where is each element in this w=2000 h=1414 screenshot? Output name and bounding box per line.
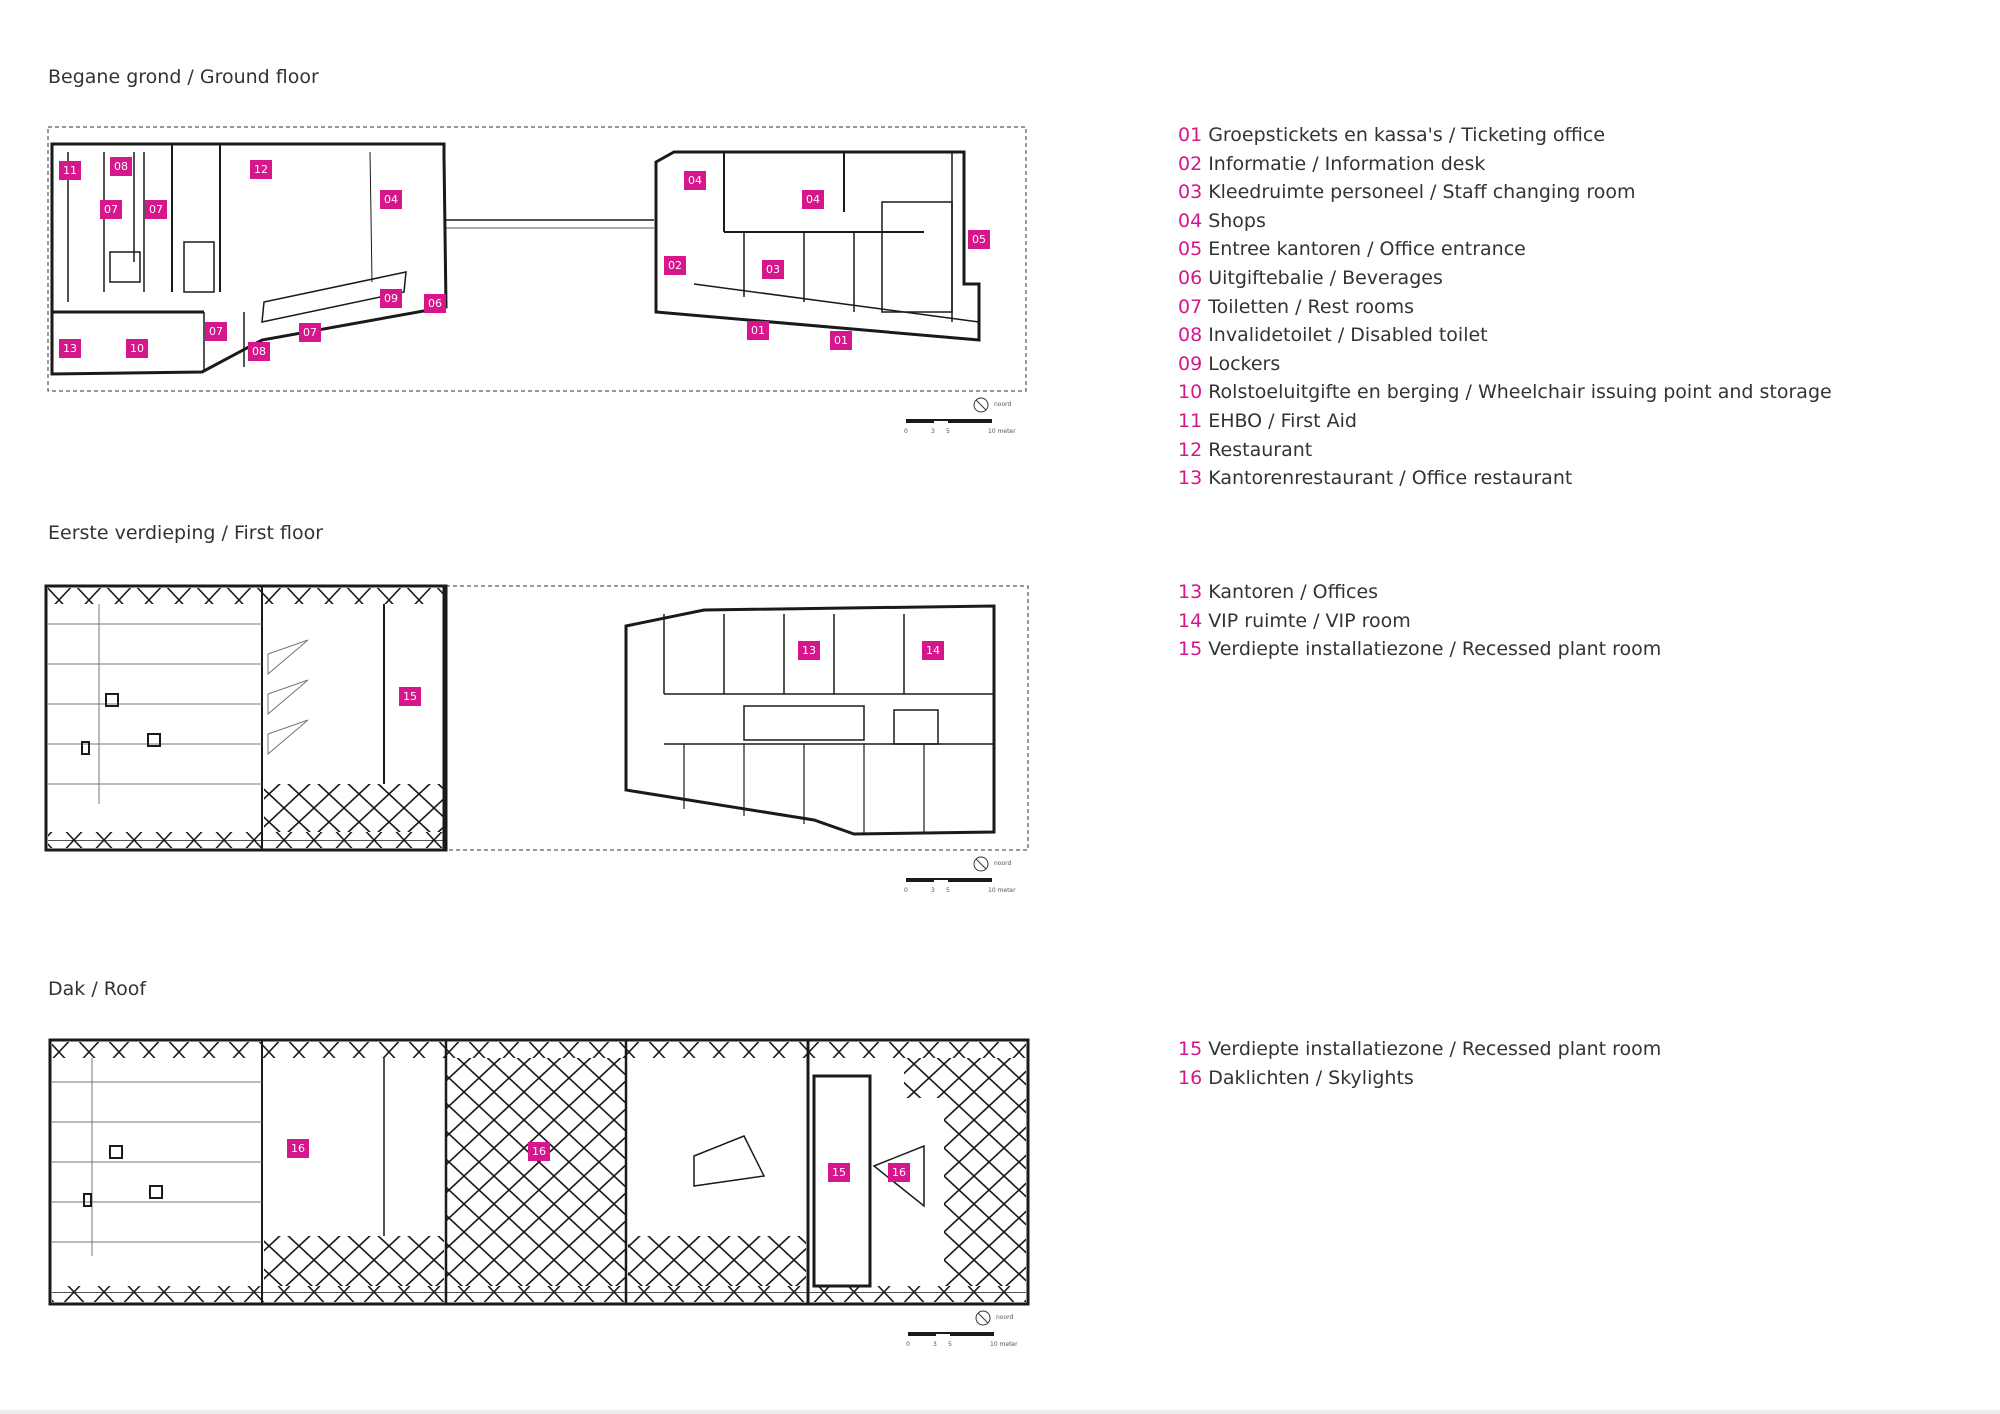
room-tag: 08: [248, 342, 270, 361]
scale-tick: 10 meter: [988, 428, 1016, 435]
room-tag: 15: [828, 1163, 850, 1182]
page-bottom-rule: [0, 1410, 2000, 1414]
room-tag: 07: [100, 200, 122, 219]
section-title-roof: Dak / Roof: [48, 978, 147, 1000]
room-tag: 16: [888, 1163, 910, 1182]
scale-tick: 3: [933, 1341, 937, 1348]
north-label: noord: [996, 1314, 1014, 1321]
room-tag: 05: [968, 230, 990, 249]
room-tag: 11: [59, 161, 81, 180]
room-tag: 02: [664, 256, 686, 275]
room-tag: 12: [250, 160, 272, 179]
room-tag: 03: [762, 260, 784, 279]
room-tag: 06: [424, 294, 446, 313]
scale-tick: 10 meter: [988, 887, 1016, 894]
scale-tick: 0: [906, 1341, 910, 1348]
scale-tick: 10 meter: [990, 1341, 1018, 1348]
scale-tick: 5: [948, 1341, 952, 1348]
room-tag: 07: [299, 323, 321, 342]
room-tag: 01: [747, 321, 769, 340]
room-tag: 07: [205, 322, 227, 341]
room-tag: 16: [287, 1139, 309, 1158]
room-tag: 04: [380, 190, 402, 209]
room-tag: 14: [922, 641, 944, 660]
room-tag: 01: [830, 331, 852, 350]
room-tag: 04: [802, 190, 824, 209]
room-tag: 13: [798, 641, 820, 660]
scale-tick: 5: [946, 428, 950, 435]
room-tag: 08: [110, 157, 132, 176]
north-label: noord: [994, 401, 1012, 408]
scale-tick: 3: [931, 887, 935, 894]
room-tag: 10: [126, 339, 148, 358]
section-title-first-floor: Eerste verdieping / First floor: [48, 522, 323, 544]
scale-bar: [908, 1310, 994, 1336]
north-label: noord: [994, 860, 1012, 867]
room-tag: 04: [684, 171, 706, 190]
scale-tick: 0: [904, 887, 908, 894]
room-tag: 07: [145, 200, 167, 219]
scale-bar: [906, 397, 992, 423]
first-floor-plan: [44, 584, 1029, 852]
ground-floor-plan: [47, 126, 1027, 392]
scale-tick: 5: [946, 887, 950, 894]
room-tag: 13: [59, 339, 81, 358]
room-tag: 16: [528, 1142, 550, 1161]
roof-plan: [48, 1038, 1030, 1306]
room-tag: 09: [380, 289, 402, 308]
scale-tick: 0: [904, 428, 908, 435]
scale-tick: 3: [931, 428, 935, 435]
scale-bar: [906, 856, 992, 882]
room-tag: 15: [399, 687, 421, 706]
section-title-ground-floor: Begane grond / Ground floor: [48, 66, 319, 88]
